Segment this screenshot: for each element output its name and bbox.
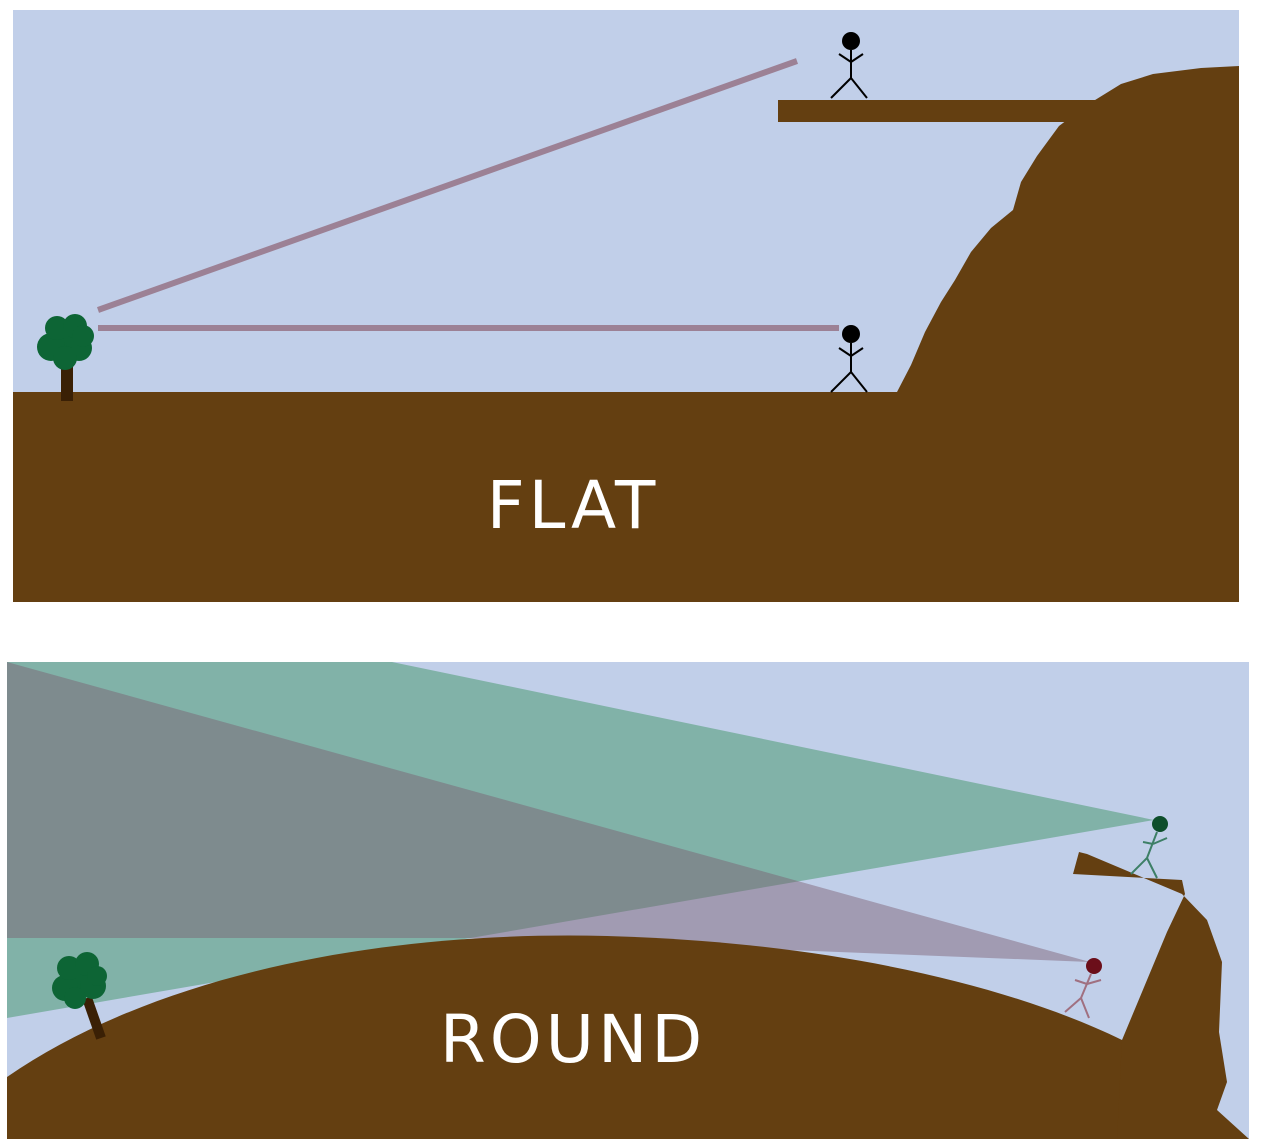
round-diagram: ROUND bbox=[7, 662, 1249, 1139]
flat-cliff bbox=[897, 66, 1239, 402]
round-person-red-icon bbox=[1064, 958, 1102, 1019]
round-cliff bbox=[1073, 852, 1249, 1139]
round-view-cone-green bbox=[7, 662, 1154, 1018]
flat-tree-icon bbox=[37, 314, 94, 401]
round-label: ROUND bbox=[440, 1001, 706, 1078]
round-person-green-icon bbox=[1130, 816, 1168, 879]
flat-sight-line-upper bbox=[96, 58, 799, 313]
round-panel: ROUND bbox=[7, 662, 1249, 1139]
flat-diagram: FLAT bbox=[13, 10, 1239, 602]
round-ground bbox=[7, 935, 1132, 1139]
flat-platform bbox=[778, 100, 1108, 122]
flat-person-bottom-icon bbox=[830, 325, 868, 393]
flat-panel: FLAT bbox=[13, 10, 1239, 602]
flat-person-top-icon bbox=[830, 32, 868, 99]
flat-label: FLAT bbox=[487, 467, 660, 544]
round-view-cone-purple bbox=[7, 662, 1090, 962]
flat-ground bbox=[13, 392, 1239, 602]
round-tree-icon bbox=[52, 952, 107, 1040]
